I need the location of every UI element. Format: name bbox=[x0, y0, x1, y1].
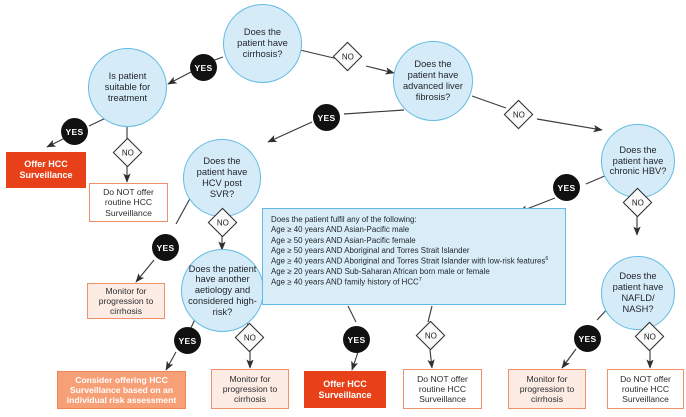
badge-no-label: NO bbox=[631, 198, 644, 207]
badge-yes-cirrhosis[interactable]: YES bbox=[190, 54, 217, 81]
badge-yes-fibrosis[interactable]: YES bbox=[313, 104, 340, 131]
decision-suitable-label: Is patient suitable for treatment bbox=[104, 71, 151, 103]
outcome-label: Consider offering HCC Surveillance based… bbox=[66, 374, 177, 406]
outcome-label: Offer HCC Surveillance bbox=[19, 159, 73, 180]
badge-no-label: NO bbox=[424, 331, 437, 340]
badge-yes-criteria[interactable]: YES bbox=[343, 326, 370, 353]
badge-yes-hcv[interactable]: YES bbox=[152, 234, 179, 261]
decision-hcv-label: Does the patient have HCV post SVR? bbox=[196, 156, 248, 199]
outcome-donot-offer-suitable[interactable]: Do NOT offer routine HCC Surveillance bbox=[89, 183, 168, 222]
outcome-consider-offering[interactable]: Consider offering HCC Surveillance based… bbox=[57, 371, 186, 409]
criteria-item-4-text: Age ≥ 40 years AND Aboriginal and Torres… bbox=[271, 256, 546, 266]
outcome-donot-offer-criteria[interactable]: Do NOT offer routine HCC Surveillance bbox=[403, 369, 482, 409]
badge-no-label: NO bbox=[216, 218, 229, 227]
outcome-offer-hcc-criteria[interactable]: Offer HCC Surveillance bbox=[304, 371, 386, 408]
criteria-item-5: Age ≥ 20 years AND Sub-Saharan African b… bbox=[271, 266, 490, 276]
outcome-label: Monitor for progression to cirrhosis bbox=[519, 373, 575, 405]
decision-hbv-label: Does the patient have chronic HBV? bbox=[609, 144, 667, 177]
outcome-label: Offer HCC Surveillance bbox=[318, 378, 372, 400]
outcome-donot-offer-nafld[interactable]: Do NOT offer routine HCC Surveillance bbox=[607, 369, 684, 409]
badge-yes-label: YES bbox=[156, 242, 175, 253]
criteria-item-1: Age ≥ 40 years AND Asian-Pacific male bbox=[271, 225, 410, 235]
badge-yes-nafld[interactable]: YES bbox=[574, 325, 601, 352]
criteria-item-4-footnote: 6 bbox=[545, 256, 549, 263]
badge-yes-label: YES bbox=[65, 126, 84, 137]
decision-cirrhosis[interactable]: Does the patient have cirrhosis? bbox=[223, 4, 302, 83]
criteria-panel: Does the patient fulfil any of the follo… bbox=[262, 208, 566, 305]
outcome-offer-hcc-left[interactable]: Offer HCC Surveillance bbox=[6, 152, 86, 188]
badge-no-label: NO bbox=[341, 52, 354, 61]
criteria-item-3: Age ≥ 50 years AND Aboriginal and Torres… bbox=[271, 245, 470, 255]
badge-yes-hbv[interactable]: YES bbox=[553, 174, 580, 201]
badge-yes-label: YES bbox=[178, 335, 197, 346]
decision-cirrhosis-label: Does the patient have cirrhosis? bbox=[237, 27, 288, 59]
criteria-heading: Does the patient fulfil any of the follo… bbox=[271, 215, 417, 224]
criteria-item-6-text: Age ≥ 40 years AND family history of HCC bbox=[271, 277, 419, 287]
decision-fibrosis-label: Does the patient have advanced liver fib… bbox=[403, 59, 463, 102]
criteria-item-6: Age ≥ 40 years AND family history of HCC… bbox=[271, 277, 557, 288]
decision-nafld-nash[interactable]: Does the patient have NAFLD/ NASH? bbox=[601, 256, 675, 330]
decision-another-aetiology[interactable]: Does the patient have another aetiology … bbox=[181, 249, 264, 332]
badge-yes-label: YES bbox=[317, 112, 336, 123]
criteria-item-4: Age ≥ 40 years AND Aboriginal and Torres… bbox=[271, 256, 557, 267]
outcome-label: Do NOT offer routine HCC Surveillance bbox=[417, 373, 468, 405]
decision-suitable-for-treatment[interactable]: Is patient suitable for treatment bbox=[88, 48, 167, 127]
badge-no-label: NO bbox=[121, 148, 134, 157]
badge-yes-label: YES bbox=[347, 334, 366, 345]
badge-no-label: NO bbox=[643, 332, 656, 341]
outcome-label: Monitor for progression to cirrhosis bbox=[222, 373, 278, 405]
badge-yes-label: YES bbox=[194, 62, 213, 73]
criteria-item-6-footnote: 7 bbox=[418, 277, 422, 284]
decision-advanced-liver-fibrosis[interactable]: Does the patient have advanced liver fib… bbox=[393, 41, 473, 121]
badge-no-label: NO bbox=[243, 333, 256, 342]
decision-nafld-label: Does the patient have NAFLD/ NASH? bbox=[612, 271, 664, 314]
outcome-monitor-nafld[interactable]: Monitor for progression to cirrhosis bbox=[508, 369, 586, 409]
badge-yes-aetiology[interactable]: YES bbox=[174, 327, 201, 354]
badge-no-label: NO bbox=[512, 110, 525, 119]
outcome-label: Do NOT offer routine HCC Surveillance bbox=[103, 187, 154, 218]
badge-yes-label: YES bbox=[578, 333, 597, 344]
outcome-monitor-aetiology[interactable]: Monitor for progression to cirrhosis bbox=[211, 369, 289, 409]
badge-yes-suitable[interactable]: YES bbox=[61, 118, 88, 145]
badge-yes-label: YES bbox=[557, 182, 576, 193]
outcome-label: Monitor for progression to cirrhosis bbox=[98, 285, 154, 317]
outcome-label: Do NOT offer routine HCC Surveillance bbox=[620, 373, 671, 405]
outcome-monitor-hcv[interactable]: Monitor for progression to cirrhosis bbox=[87, 283, 165, 319]
decision-aetiology-label: Does the patient have another aetiology … bbox=[188, 263, 257, 317]
criteria-item-2: Age ≥ 50 years AND Asian-Pacific female bbox=[271, 235, 416, 245]
decision-hcv-post-svr[interactable]: Does the patient have HCV post SVR? bbox=[183, 139, 261, 217]
decision-chronic-hbv[interactable]: Does the patient have chronic HBV? bbox=[601, 124, 675, 198]
